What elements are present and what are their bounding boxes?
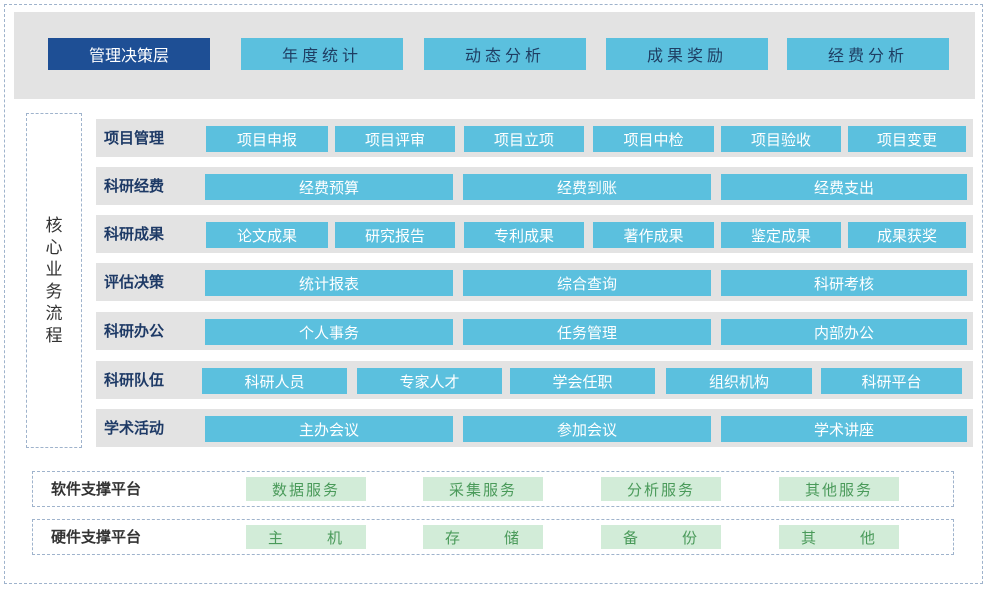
process-item[interactable]: 专家人才 <box>357 368 502 394</box>
platform-item-char: 其 <box>801 528 819 547</box>
platform-item-char: 备 <box>623 528 641 547</box>
management-label[interactable]: 管理决策层 <box>48 38 210 70</box>
platform-item[interactable]: 备份 <box>601 525 721 549</box>
process-item[interactable]: 项目申报 <box>206 126 328 152</box>
tab-annual-stats[interactable]: 年度统计 <box>241 38 403 70</box>
process-item[interactable]: 科研平台 <box>821 368 962 394</box>
process-item[interactable]: 经费预算 <box>205 174 453 200</box>
side-label-char: 务 <box>45 281 63 302</box>
side-label-char: 流 <box>45 303 63 324</box>
process-item[interactable]: 鉴定成果 <box>721 222 841 248</box>
row-title: 科研队伍 <box>104 371 165 389</box>
platform-item[interactable]: 分析服务 <box>601 477 721 501</box>
platform-item-char: 存 <box>445 528 463 547</box>
process-row: 学术活动 主办会议参加会议学术讲座 <box>96 409 973 447</box>
process-row: 评估决策 统计报表综合查询科研考核 <box>96 263 973 301</box>
row-title: 科研办公 <box>104 322 165 340</box>
platform-item-char: 份 <box>681 528 699 547</box>
row-title: 评估决策 <box>104 273 165 291</box>
process-item[interactable]: 参加会议 <box>463 416 711 442</box>
row-title: 科研成果 <box>104 225 165 243</box>
side-label-char: 业 <box>45 259 63 280</box>
process-item[interactable]: 项目变更 <box>848 126 966 152</box>
software-platform: 软件支撑平台 数据服务 采集服务 分析服务 其他服务 <box>32 471 954 507</box>
platform-title: 硬件支撑平台 <box>51 528 142 546</box>
process-item[interactable]: 个人事务 <box>205 319 453 345</box>
platform-item[interactable]: 采集服务 <box>423 477 543 501</box>
platform-item-char: 机 <box>326 528 344 547</box>
platform-item-char: 储 <box>503 528 521 547</box>
architecture-frame <box>4 4 983 584</box>
process-item[interactable]: 任务管理 <box>463 319 711 345</box>
process-item[interactable]: 统计报表 <box>205 270 453 296</box>
platform-item[interactable]: 存储 <box>423 525 543 549</box>
process-item[interactable]: 学会任职 <box>510 368 655 394</box>
process-item[interactable]: 研究报告 <box>335 222 455 248</box>
side-label-char: 核 <box>45 215 63 236</box>
process-item[interactable]: 项目立项 <box>464 126 584 152</box>
process-item[interactable]: 主办会议 <box>205 416 453 442</box>
process-item[interactable]: 组织机构 <box>666 368 812 394</box>
process-row: 项目管理 项目申报项目评审项目立项项目中检项目验收项目变更 <box>96 119 973 157</box>
process-item[interactable]: 科研人员 <box>202 368 347 394</box>
process-row: 科研队伍 科研人员专家人才学会任职组织机构科研平台 <box>96 361 973 399</box>
process-item[interactable]: 项目中检 <box>593 126 714 152</box>
core-process-label: 核心业务流程 <box>26 113 82 448</box>
management-layer: 管理决策层 年度统计 动态分析 成果奖励 经费分析 <box>14 12 975 99</box>
process-item[interactable]: 项目评审 <box>335 126 455 152</box>
platform-title: 软件支撑平台 <box>51 480 142 498</box>
process-row: 科研办公 个人事务任务管理内部办公 <box>96 312 973 350</box>
platform-item-char: 他 <box>859 528 877 547</box>
side-label-char: 程 <box>45 325 63 346</box>
process-row: 科研经费 经费预算经费到账经费支出 <box>96 167 973 205</box>
row-title: 项目管理 <box>104 129 165 147</box>
process-item[interactable]: 经费支出 <box>721 174 967 200</box>
process-item[interactable]: 著作成果 <box>593 222 714 248</box>
process-item[interactable]: 项目验收 <box>721 126 841 152</box>
row-title: 学术活动 <box>104 419 165 437</box>
process-item[interactable]: 论文成果 <box>206 222 328 248</box>
tab-funding-analysis[interactable]: 经费分析 <box>787 38 949 70</box>
process-row: 科研成果 论文成果研究报告专利成果著作成果鉴定成果成果获奖 <box>96 215 973 253</box>
process-item[interactable]: 学术讲座 <box>721 416 967 442</box>
process-item[interactable]: 科研考核 <box>721 270 967 296</box>
process-item[interactable]: 专利成果 <box>464 222 584 248</box>
platform-item[interactable]: 其他 <box>779 525 899 549</box>
platform-item[interactable]: 数据服务 <box>246 477 366 501</box>
process-item[interactable]: 综合查询 <box>463 270 711 296</box>
platform-item[interactable]: 其他服务 <box>779 477 899 501</box>
row-title: 科研经费 <box>104 177 165 195</box>
process-item[interactable]: 经费到账 <box>463 174 711 200</box>
process-item[interactable]: 成果获奖 <box>848 222 966 248</box>
platform-item-char: 主 <box>268 528 286 547</box>
platform-item[interactable]: 主机 <box>246 525 366 549</box>
side-label-char: 心 <box>45 237 63 258</box>
tab-dynamic-analysis[interactable]: 动态分析 <box>424 38 586 70</box>
process-item[interactable]: 内部办公 <box>721 319 967 345</box>
hardware-platform: 硬件支撑平台主机存储备份其他 <box>32 519 954 555</box>
tab-achievement-awards[interactable]: 成果奖励 <box>606 38 768 70</box>
